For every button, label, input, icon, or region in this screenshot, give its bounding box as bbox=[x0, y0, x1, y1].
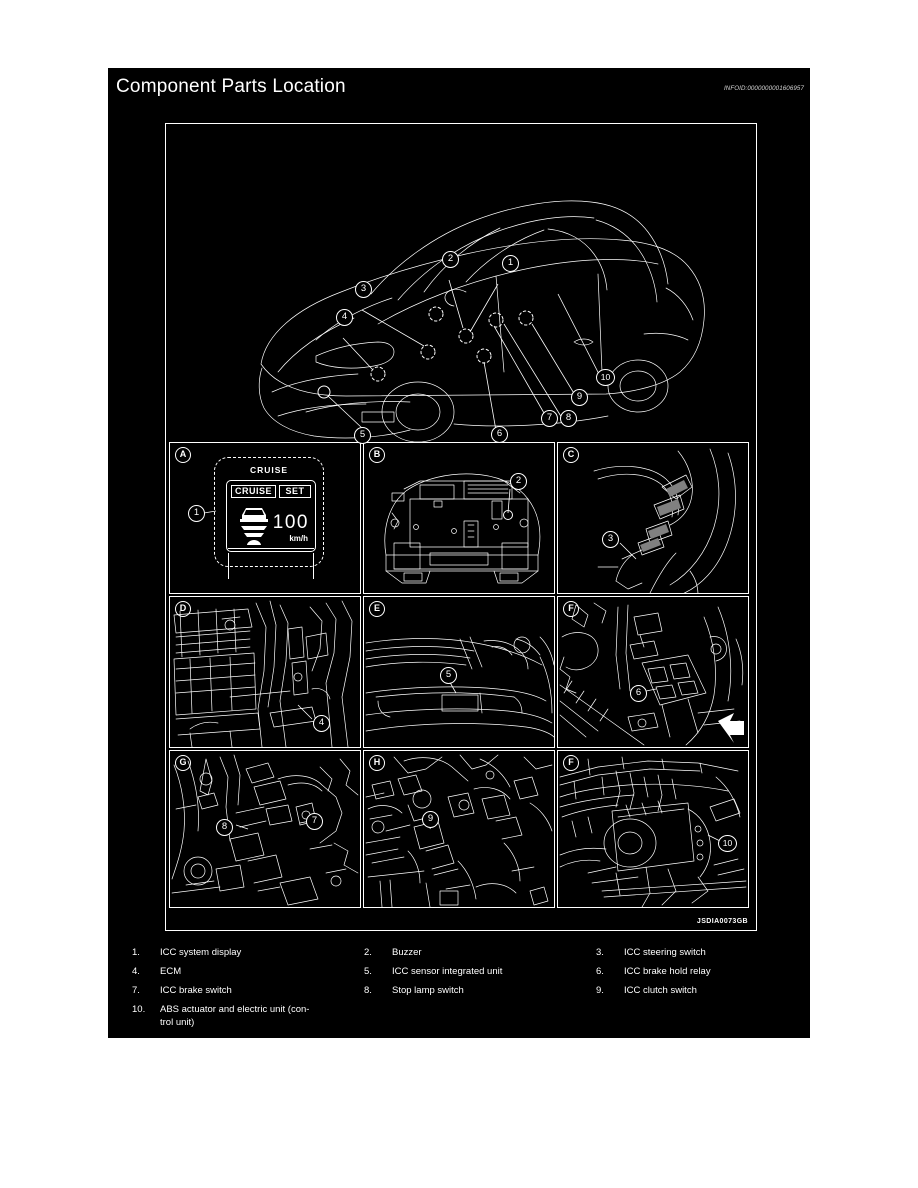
panel-letter-f2: F bbox=[563, 755, 579, 771]
legend-number: 3. bbox=[596, 947, 604, 958]
legend-label: ICC steering switch bbox=[624, 947, 706, 958]
panel-letter-c: C bbox=[563, 447, 579, 463]
callout-4: 4 bbox=[336, 309, 353, 326]
detail-panel-f: F bbox=[557, 596, 749, 748]
panel-e-callout-5: 5 bbox=[440, 667, 457, 684]
callout-1: 1 bbox=[502, 255, 519, 272]
legend-row: 4. ECM 5. ICC sensor integrated unit 6. … bbox=[132, 965, 792, 984]
display-header-label: CRUISE bbox=[249, 465, 289, 475]
panel-letter-e: E bbox=[369, 601, 385, 617]
callout-10: 10 bbox=[596, 369, 615, 386]
panel-c-callout-3: 3 bbox=[602, 531, 619, 548]
legend-label-continuation: trol unit) bbox=[160, 1017, 195, 1028]
detail-panel-grid: A CRUISE CRUISE SET bbox=[169, 442, 753, 929]
detail-panel-e: E bbox=[363, 596, 555, 748]
infoid-code: INFOID:0000000001606957 bbox=[723, 85, 804, 92]
legend-number: 2. bbox=[364, 947, 372, 958]
panel-letter-f: F bbox=[563, 601, 579, 617]
panel-g-callout-8: 8 bbox=[216, 819, 233, 836]
display-stand-right bbox=[313, 553, 314, 579]
legend-row: 10. ABS actuator and electric unit (con-… bbox=[132, 1003, 792, 1031]
legend-number: 1. bbox=[132, 947, 140, 958]
legend-label: Stop lamp switch bbox=[392, 985, 464, 996]
panel-letter-d: D bbox=[175, 601, 191, 617]
cruise-indicator: CRUISE bbox=[231, 485, 276, 498]
detail-panel-c: C bbox=[557, 442, 749, 594]
detail-panel-f2: F bbox=[557, 750, 749, 908]
callout-7: 7 bbox=[541, 410, 558, 427]
drawing-number: JSDIA0073GB bbox=[694, 917, 750, 926]
callout-8: 8 bbox=[560, 410, 577, 427]
legend-label: ICC sensor integrated unit bbox=[392, 966, 503, 977]
legend-number: 6. bbox=[596, 966, 604, 977]
detail-panel-b: B bbox=[363, 442, 555, 594]
legend-label: ICC system display bbox=[160, 947, 242, 958]
legend-label: ABS actuator and electric unit (con- bbox=[160, 1004, 310, 1015]
legend-label: ECM bbox=[160, 966, 182, 977]
detail-panel-d: D bbox=[169, 596, 361, 748]
section-header: Component Parts Location INFOID:00000000… bbox=[108, 68, 810, 114]
parts-legend: 1. ICC system display 2. Buzzer 3. ICC s… bbox=[132, 946, 792, 1031]
detail-panel-a: A CRUISE CRUISE SET bbox=[169, 442, 361, 594]
legend-row: 7. ICC brake switch 8. Stop lamp switch … bbox=[132, 984, 792, 1003]
set-indicator: SET bbox=[279, 485, 311, 498]
callout-9: 9 bbox=[571, 389, 588, 406]
panel-letter-g: G bbox=[175, 755, 191, 771]
legend-number: 4. bbox=[132, 966, 140, 977]
panel-f-callout-6: 6 bbox=[630, 685, 647, 702]
legend-label: ICC clutch switch bbox=[624, 985, 697, 996]
legend-label: ICC brake switch bbox=[160, 985, 232, 996]
display-stand-left bbox=[228, 553, 229, 579]
legend-row: 1. ICC system display 2. Buzzer 3. ICC s… bbox=[132, 946, 792, 965]
panel-b-callout-2: 2 bbox=[510, 473, 527, 490]
component-location-figure: 1 2 3 4 5 6 7 8 9 10 A CRUISE C bbox=[165, 123, 757, 931]
panel-f2-callout-10: 10 bbox=[718, 835, 737, 852]
legend-number: 9. bbox=[596, 985, 604, 996]
set-speed-value: 100 bbox=[272, 512, 309, 533]
panel-d-callout-4: 4 bbox=[313, 715, 330, 732]
callout-3: 3 bbox=[355, 281, 372, 298]
vehicle-overview-illustration: 1 2 3 4 5 6 7 8 9 10 bbox=[166, 124, 756, 444]
panel-a-callout-1: 1 bbox=[188, 505, 205, 522]
panel-letter-h: H bbox=[369, 755, 385, 771]
legend-label: ICC brake hold relay bbox=[624, 966, 711, 977]
display-bezel-outline bbox=[214, 457, 324, 567]
display-screen: CRUISE SET bbox=[226, 480, 316, 552]
legend-number: 7. bbox=[132, 985, 140, 996]
panel-letter-a: A bbox=[175, 447, 191, 463]
detail-panel-g: G bbox=[169, 750, 361, 908]
detail-panel-h: H bbox=[363, 750, 555, 908]
speed-unit-label: km/h bbox=[289, 534, 308, 543]
legend-label: Buzzer bbox=[392, 947, 422, 958]
legend-number: 10. bbox=[132, 1004, 146, 1015]
callout-2: 2 bbox=[442, 251, 459, 268]
manual-content-block: Component Parts Location INFOID:00000000… bbox=[108, 68, 810, 1038]
panel-letter-b: B bbox=[369, 447, 385, 463]
vehicle-ahead-icon bbox=[240, 508, 268, 545]
legend-number: 8. bbox=[364, 985, 372, 996]
panel-g-callout-7: 7 bbox=[306, 813, 323, 830]
display-base-line bbox=[228, 548, 314, 549]
callout-6: 6 bbox=[491, 426, 508, 443]
legend-number: 5. bbox=[364, 966, 372, 977]
page-title: Component Parts Location bbox=[116, 76, 346, 97]
panel-h-callout-9: 9 bbox=[422, 811, 439, 828]
callout-5: 5 bbox=[354, 427, 371, 444]
